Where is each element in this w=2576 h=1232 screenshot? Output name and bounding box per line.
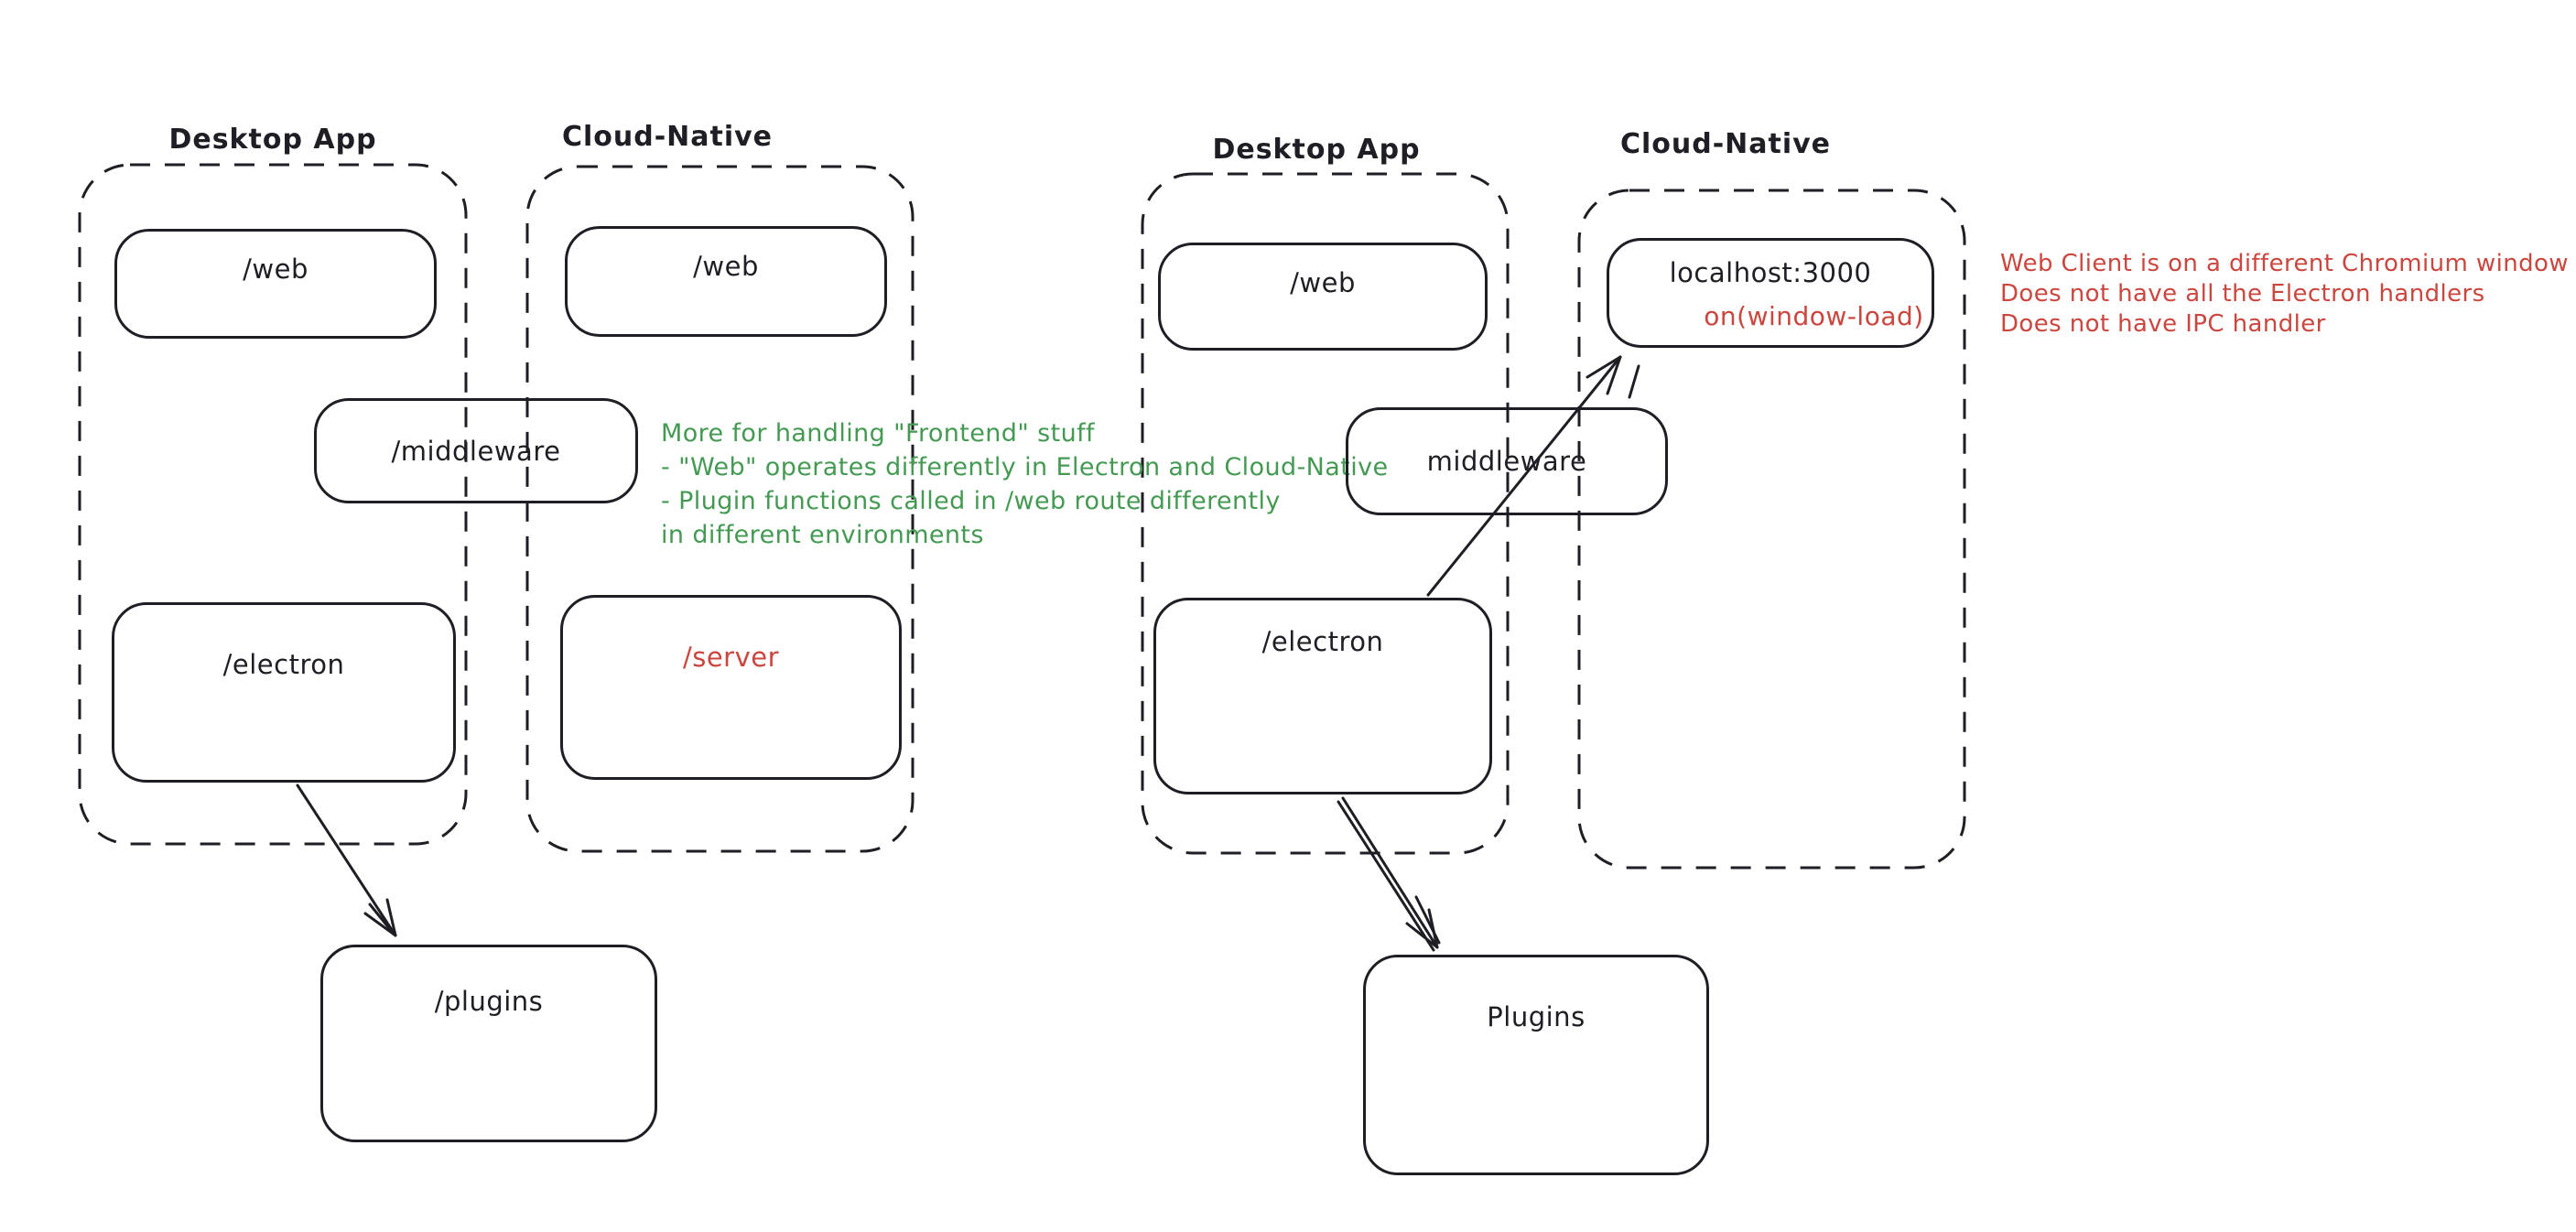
left-plugins-label: /plugins — [434, 986, 544, 1017]
right-cloud-native-title[interactable]: Cloud-Native — [1619, 128, 1832, 160]
arrow-electron-to-plugins-left[interactable] — [296, 784, 397, 937]
left-electron-box[interactable]: /electron — [112, 602, 456, 783]
green-annotation-line: - Plugin functions called in /web route … — [661, 487, 1281, 515]
localhost-3000-box[interactable]: localhost:3000 on(window-load) — [1607, 238, 1934, 348]
right-electron-label: /electron — [1261, 626, 1384, 657]
left-cloud-web-label: /web — [693, 251, 759, 282]
left-desktop-app-title[interactable]: Desktop App — [168, 124, 377, 156]
right-middleware-box[interactable]: middleware — [1346, 407, 1668, 515]
red-annotation[interactable]: Web Client is on a different Chromium wi… — [2000, 249, 2569, 340]
right-desktop-app-title[interactable]: Desktop App — [1212, 134, 1421, 166]
red-annotation-line: Does not have all the Electron handlers — [2000, 280, 2485, 308]
arrow-electron-to-plugins-right[interactable] — [1337, 796, 1441, 952]
arrow-electron-to-localhost[interactable] — [1426, 355, 1640, 597]
left-cloud-native-title[interactable]: Cloud-Native — [561, 121, 774, 153]
left-desktop-app-container[interactable] — [78, 163, 468, 846]
left-electron-label: /electron — [222, 649, 345, 680]
green-annotation[interactable]: More for handling "Frontend" stuff - "We… — [661, 416, 1389, 552]
red-annotation-line: Web Client is on a different Chromium wi… — [2000, 250, 2569, 277]
right-desktop-web-box[interactable]: /web — [1158, 243, 1488, 351]
left-middleware-box[interactable]: /middleware — [314, 398, 638, 503]
green-annotation-line: in different environments — [661, 521, 984, 549]
green-annotation-line: - "Web" operates differently in Electron… — [661, 453, 1389, 481]
left-desktop-web-label: /web — [243, 254, 308, 285]
right-plugins-box[interactable]: Plugins — [1363, 955, 1709, 1175]
on-window-load-label: on(window-load) — [1704, 301, 1924, 331]
left-middleware-label: /middleware — [391, 435, 561, 467]
left-plugins-box[interactable]: /plugins — [320, 945, 657, 1142]
left-server-label: /server — [682, 642, 780, 673]
left-server-box[interactable]: /server — [560, 595, 902, 780]
left-cloud-native-container[interactable] — [525, 165, 915, 853]
localhost-3000-label: localhost:3000 — [1669, 257, 1872, 288]
green-annotation-line: More for handling "Frontend" stuff — [661, 419, 1095, 448]
right-electron-box[interactable]: /electron — [1153, 598, 1492, 794]
red-annotation-line: Does not have IPC handler — [2000, 310, 2326, 338]
right-middleware-label: middleware — [1426, 446, 1587, 477]
right-cloud-native-container[interactable] — [1577, 189, 1966, 870]
right-plugins-label: Plugins — [1487, 1001, 1586, 1032]
left-cloud-web-box[interactable]: /web — [565, 226, 887, 337]
right-desktop-web-label: /web — [1290, 267, 1356, 298]
left-desktop-web-box[interactable]: /web — [114, 229, 437, 339]
